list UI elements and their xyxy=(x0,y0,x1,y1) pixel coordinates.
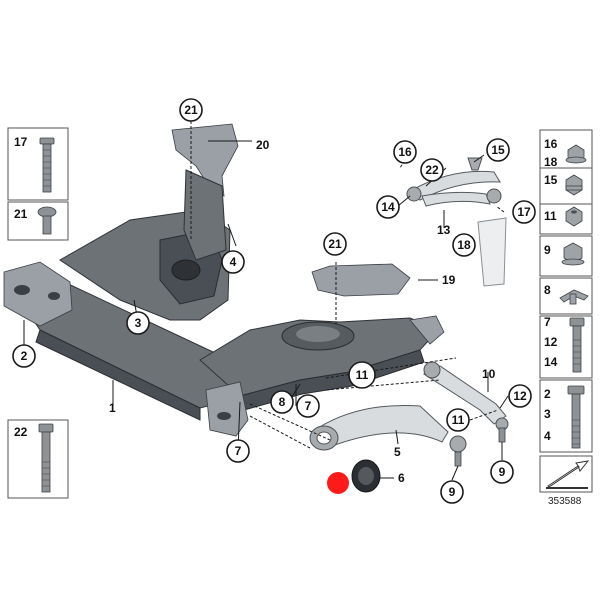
box-label-3: 3 xyxy=(544,407,551,421)
svg-text:3: 3 xyxy=(135,316,142,330)
svg-text:7: 7 xyxy=(235,444,242,458)
callout-9-lower: 9 xyxy=(440,480,464,504)
pan-head-screw-icon xyxy=(37,206,57,235)
svg-text:11: 11 xyxy=(356,368,369,382)
callout-7-left: 7 xyxy=(226,439,250,463)
callout-6: 6 xyxy=(398,471,405,485)
svg-text:8: 8 xyxy=(279,395,286,409)
svg-text:4: 4 xyxy=(230,255,237,269)
ball-joint-boot xyxy=(477,217,507,287)
reference-number: 353588 xyxy=(548,496,582,507)
callout-22: 22 xyxy=(420,158,444,182)
callout-10: 10 xyxy=(482,367,496,381)
svg-text:21: 21 xyxy=(328,237,342,251)
svg-text:15: 15 xyxy=(491,143,505,157)
box-label-15: 15 xyxy=(544,173,558,187)
svg-text:20: 20 xyxy=(256,138,270,152)
svg-text:12: 12 xyxy=(513,389,527,403)
right-hardware-column: 16 18 15 11 9 8 7 12 xyxy=(539,129,593,507)
svg-text:10: 10 xyxy=(482,367,496,381)
callout-13: 13 xyxy=(437,223,451,237)
callout-21-right: 21 xyxy=(323,232,347,256)
callout-14: 14 xyxy=(376,195,400,219)
callout-21-upper: 21 xyxy=(179,98,203,122)
direction-arrow-icon xyxy=(539,455,593,493)
svg-text:9: 9 xyxy=(499,465,506,479)
svg-text:11: 11 xyxy=(452,413,465,427)
box-label-2: 2 xyxy=(544,387,551,401)
svg-text:16: 16 xyxy=(398,145,412,159)
svg-text:18: 18 xyxy=(457,238,471,252)
callout-11-right: 11 xyxy=(446,408,470,432)
callout-20: 20 xyxy=(256,138,270,152)
svg-text:6: 6 xyxy=(398,471,405,485)
svg-text:14: 14 xyxy=(381,200,395,214)
flange-bolt-icon xyxy=(39,137,55,193)
box-bolt-17: 17 xyxy=(7,127,69,201)
svg-text:22: 22 xyxy=(425,163,439,177)
callout-16: 16 xyxy=(393,140,417,164)
box-bolt-22: 22 xyxy=(7,419,69,499)
box-label-12: 12 xyxy=(544,335,558,349)
highlight-marker xyxy=(327,472,349,494)
box-label-16: 16 xyxy=(544,137,558,151)
callout-9-right: 9 xyxy=(490,460,514,484)
upper-control-arm xyxy=(406,157,502,207)
box-label-22: 22 xyxy=(14,425,28,439)
callout-11-center: 11 xyxy=(348,361,376,389)
box-label-8: 8 xyxy=(544,283,551,297)
svg-text:5: 5 xyxy=(394,445,401,459)
svg-text:9: 9 xyxy=(449,485,456,499)
flange-nut-icon xyxy=(565,144,587,164)
callout-2: 2 xyxy=(12,344,36,368)
rubber-bushing xyxy=(351,459,381,493)
callout-4: 4 xyxy=(221,250,245,274)
tension-strut xyxy=(422,361,509,443)
callout-12: 12 xyxy=(508,384,532,408)
clip-nut-icon xyxy=(559,289,589,305)
front-axle-subframe xyxy=(3,123,445,437)
svg-text:13: 13 xyxy=(437,223,451,237)
box-label-4: 4 xyxy=(544,429,551,443)
callout-18: 18 xyxy=(452,233,476,257)
svg-text:2: 2 xyxy=(21,349,28,363)
box-label-9: 9 xyxy=(544,243,551,257)
svg-text:19: 19 xyxy=(442,273,456,287)
callout-1: 1 xyxy=(109,401,116,415)
svg-text:1: 1 xyxy=(109,401,116,415)
svg-text:7: 7 xyxy=(305,399,312,413)
callout-17: 17 xyxy=(512,200,536,224)
collar-nut-icon xyxy=(561,242,585,266)
callout-15: 15 xyxy=(486,138,510,162)
shield-plate xyxy=(311,263,411,297)
long-bolt-icon xyxy=(38,423,54,493)
hex-nut-icon xyxy=(565,206,583,227)
box-label-17: 17 xyxy=(14,135,28,149)
lower-control-arm xyxy=(309,405,467,467)
hex-bolt-icon xyxy=(569,317,585,373)
box-label-11: 11 xyxy=(544,209,557,223)
left-hardware-column: 17 21 22 xyxy=(7,127,69,499)
svg-text:17: 17 xyxy=(517,205,531,219)
svg-text:21: 21 xyxy=(184,103,198,117)
callout-3: 3 xyxy=(126,311,150,335)
self-locking-nut-icon xyxy=(565,174,583,196)
box-label-21: 21 xyxy=(14,207,28,221)
flange-bolt-long-icon xyxy=(567,385,585,449)
box-screw-21: 21 xyxy=(7,201,69,241)
box-label-18: 18 xyxy=(544,155,558,169)
box-label-14: 14 xyxy=(544,355,558,369)
box-label-7: 7 xyxy=(544,315,551,329)
callout-19: 19 xyxy=(442,273,456,287)
callout-5: 5 xyxy=(394,445,401,459)
callout-7-center: 7 xyxy=(296,394,320,418)
callout-8: 8 xyxy=(270,390,294,414)
